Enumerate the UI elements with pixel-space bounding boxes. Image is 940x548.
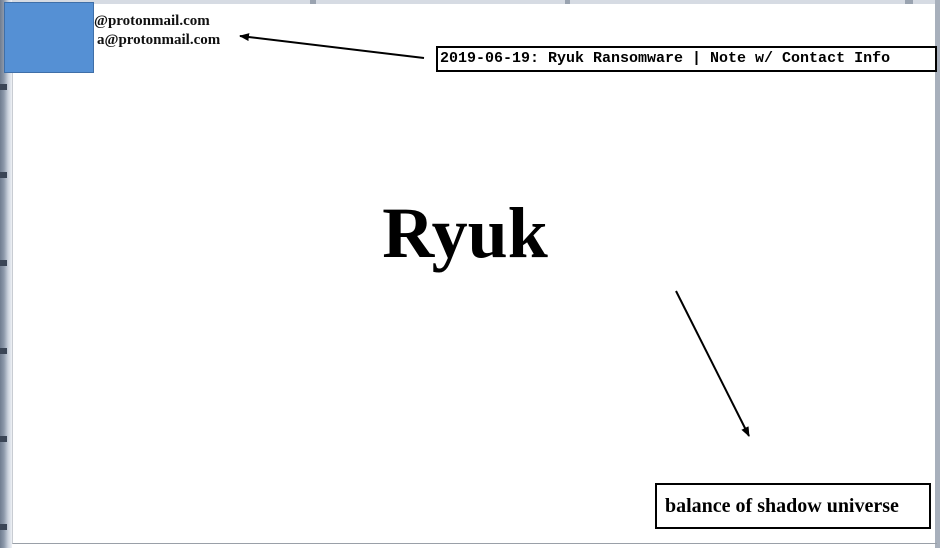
window-left-edge — [0, 0, 12, 548]
redaction-box — [4, 2, 94, 73]
contact-email-1: @protonmail.com — [94, 13, 210, 29]
ransom-note-title: Ryuk — [382, 193, 548, 273]
window-top-strip — [0, 0, 940, 4]
footer-signature-box: balance of shadow universe — [655, 483, 931, 529]
window-right-edge — [935, 0, 940, 548]
contact-email-2: a@protonmail.com — [97, 32, 221, 48]
ransom-note-document — [12, 4, 937, 544]
annotation-caption: 2019-06-19: Ryuk Ransomware | Note w/ Co… — [436, 46, 937, 72]
